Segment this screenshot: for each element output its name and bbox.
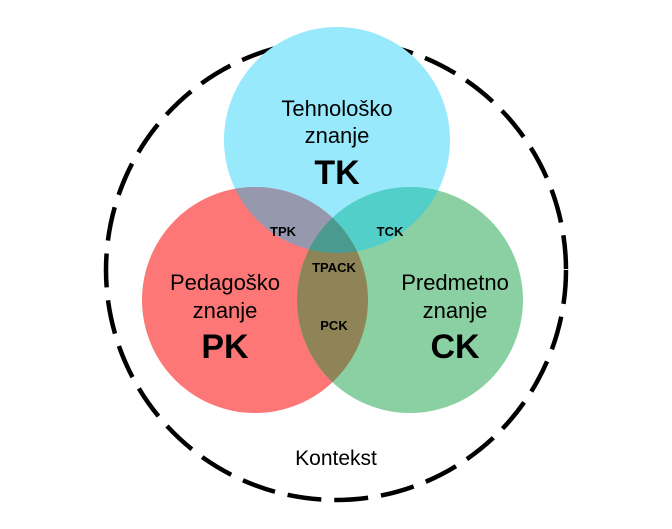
tck-region (297, 187, 450, 253)
ck-line1: Predmetno (401, 270, 509, 295)
tk-line1: Tehnološko (281, 96, 392, 121)
tk-abbr: TK (314, 154, 360, 192)
tk-line2: znanje (305, 123, 370, 148)
pck-label: PCK (320, 318, 348, 333)
pk-line2: znanje (193, 298, 258, 323)
pk-line1: Pedagoško (170, 270, 280, 295)
ck-line2: znanje (423, 298, 488, 323)
tpk-label: TPK (270, 224, 297, 239)
ck-abbr: CK (430, 328, 480, 366)
pk-abbr: PK (201, 328, 249, 366)
tpack-label: TPACK (312, 260, 356, 275)
tck-label: TCK (377, 224, 404, 239)
context-label: Kontekst (295, 447, 377, 470)
tpk-region (224, 187, 368, 253)
